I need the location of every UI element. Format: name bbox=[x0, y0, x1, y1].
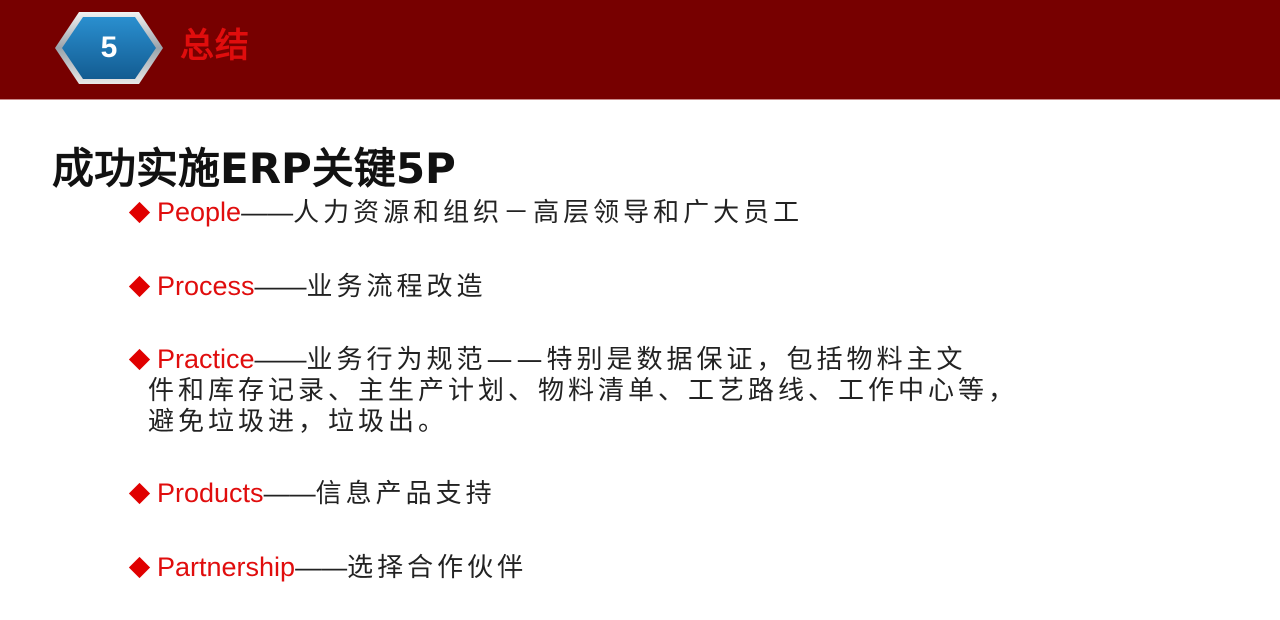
header-band: 5 总结 bbox=[0, 0, 1280, 100]
section-number: 5 bbox=[100, 31, 118, 64]
hexagon-icon bbox=[55, 12, 163, 84]
bullet-desc: 业务流程改造 bbox=[306, 272, 487, 302]
bullet-key: Practice bbox=[157, 344, 255, 374]
dash: —— bbox=[295, 552, 348, 582]
bullet-item-people: People——人力资源和组织－高层领导和广大员工 bbox=[126, 197, 1226, 229]
section-number-badge: 5 bbox=[53, 10, 165, 86]
section-title: 总结 bbox=[180, 26, 250, 66]
red-diamond-icon bbox=[128, 482, 151, 504]
dash: —— bbox=[254, 344, 307, 374]
red-diamond-icon bbox=[128, 556, 151, 578]
bullet-item-process: Process——业务流程改造 bbox=[126, 271, 1226, 303]
bullet-desc: 人力资源和组织－高层领导和广大员工 bbox=[293, 198, 804, 228]
bullet-desc: 业务行为规范——特别是数据保证，包括物料主文 bbox=[306, 345, 967, 375]
bullet-desc: 信息产品支持 bbox=[315, 479, 496, 509]
bullet-key: Products bbox=[157, 478, 264, 508]
red-diamond-icon bbox=[128, 348, 151, 370]
dash: —— bbox=[254, 271, 307, 301]
bullet-item-practice: Practice——业务行为规范——特别是数据保证，包括物料主文 件和库存记录、… bbox=[126, 344, 1226, 438]
bullet-key: People bbox=[157, 197, 242, 227]
page-title: 成功实施ERP关键5P bbox=[52, 144, 456, 193]
bullet-key: Process bbox=[157, 271, 255, 301]
dash: —— bbox=[241, 197, 294, 227]
bullet-item-products: Products——信息产品支持 bbox=[126, 478, 1226, 510]
red-diamond-icon bbox=[128, 201, 151, 223]
bullet-item-partnership: Partnership——选择合作伙伴 bbox=[126, 552, 1226, 584]
bullet-key: Partnership bbox=[157, 552, 296, 582]
bullet-continuation: 避免垃圾进，垃圾出。 bbox=[148, 407, 449, 437]
dash: —— bbox=[263, 478, 316, 508]
bullet-desc: 选择合作伙伴 bbox=[347, 553, 528, 583]
bullet-continuation: 件和库存记录、主生产计划、物料清单、工艺路线、工作中心等， bbox=[148, 376, 1019, 406]
red-diamond-icon bbox=[128, 275, 151, 297]
